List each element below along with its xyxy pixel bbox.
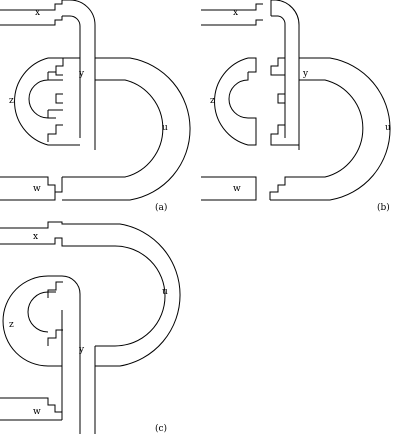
label-z-c: z: [9, 320, 14, 330]
label-z-a: z: [9, 96, 14, 106]
strip-y-c: [47, 281, 96, 366]
label-w-b: w: [233, 184, 241, 194]
strip-u-b: [269, 57, 391, 201]
label-x-b: x: [233, 8, 238, 18]
strip-w-a: [0, 176, 63, 201]
strip-z-c: [2, 275, 96, 434]
label-u-c: u: [162, 287, 168, 297]
label-u-a: u: [162, 123, 168, 133]
panel-b: x y z u w (b): [201, 0, 391, 213]
label-w-a: w: [33, 184, 41, 194]
caption-c: (c): [155, 423, 167, 434]
strip-x-b: [201, 0, 300, 150]
label-u-b: u: [385, 123, 391, 133]
caption-a: (a): [155, 202, 167, 213]
strip-w-c: [0, 397, 62, 421]
strip-w-b: [201, 176, 257, 201]
label-y-c: y: [78, 345, 85, 355]
label-w-c: w: [33, 407, 41, 417]
strip-z-b: [214, 57, 257, 146]
label-z-b: z: [210, 96, 215, 106]
strip-u-a: [62, 57, 191, 201]
strip-x-c: [0, 221, 181, 367]
strip-z-a: [14, 57, 80, 146]
caption-b: (b): [377, 202, 390, 213]
strip-y-a: [47, 58, 64, 142]
label-x-c: x: [33, 232, 38, 242]
strip-x-a: [0, 0, 96, 150]
label-y-b: y: [302, 69, 309, 79]
panel-a: x y z u w (a): [0, 0, 191, 213]
label-y-a: y: [78, 69, 85, 79]
strip-y-b: [270, 57, 299, 146]
label-x-a: x: [35, 8, 40, 18]
panel-c: x y z u w (c): [0, 221, 181, 434]
